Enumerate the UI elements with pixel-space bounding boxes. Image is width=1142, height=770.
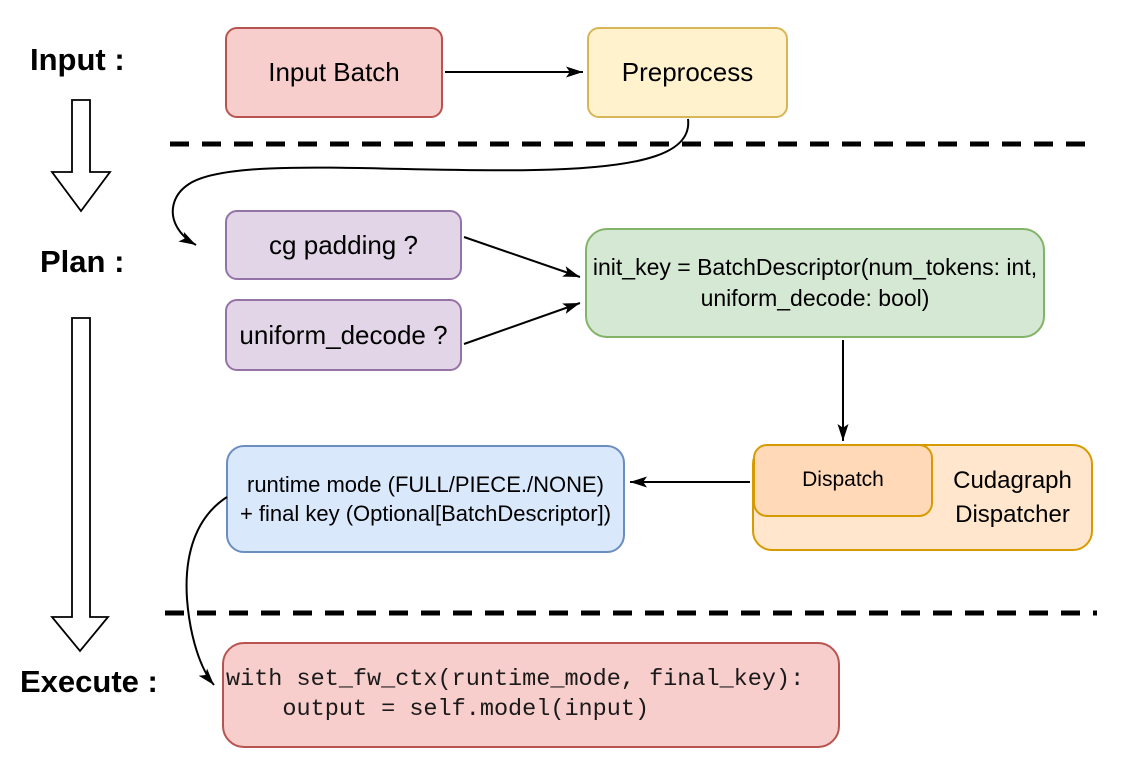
node-runtime-mode-line2: + final key (Optional[BatchDescriptor]) (239, 501, 612, 526)
arrow-cg-padding-to-init-key (463, 236, 581, 278)
node-input-batch: Input Batch (225, 27, 443, 118)
flow-arrow-plan-to-execute (50, 317, 110, 653)
node-init-key: init_key = BatchDescriptor(num_tokens: i… (585, 228, 1045, 338)
arrow-uniform-decode-to-init-key (463, 302, 581, 345)
node-cg-padding: cg padding ? (225, 210, 462, 280)
stage-label-input: Input : (30, 42, 125, 77)
node-uniform-decode-label: uniform_decode ? (239, 319, 448, 350)
node-dispatch: Dispatch (753, 444, 933, 517)
node-cg-padding-label: cg padding ? (269, 229, 418, 260)
node-input-batch-label: Input Batch (268, 57, 400, 88)
node-uniform-decode: uniform_decode ? (225, 299, 462, 371)
execute-code-line1: with set_fw_ctx(runtime_mode, final_key)… (226, 666, 805, 693)
node-cudagraph-line1: Cudagraph (953, 466, 1072, 494)
arrow-runtime-mode-to-execute-code (185, 496, 228, 686)
stage-label-execute: Execute : (20, 664, 158, 699)
stage-label-plan: Plan : (40, 244, 125, 279)
node-execute-code: with set_fw_ctx(runtime_mode, final_key)… (222, 642, 840, 748)
node-cudagraph-dispatcher-label: Cudagraph Dispatcher (934, 446, 1091, 549)
flow-arrow-input-to-plan (50, 99, 112, 213)
node-init-key-line2: uniform_decode: bool) (700, 285, 930, 311)
node-cudagraph-line2: Dispatcher (955, 500, 1070, 528)
node-preprocess: Preprocess (587, 27, 788, 118)
node-runtime-mode-line1: runtime mode (FULL/PIECE./NONE) (247, 472, 604, 497)
node-preprocess-label: Preprocess (621, 57, 754, 88)
execute-code-line2: output = self.model(input) (226, 696, 650, 723)
node-dispatch-label: Dispatch (802, 468, 884, 492)
node-init-key-line1: init_key = BatchDescriptor(num_tokens: i… (592, 254, 1038, 280)
node-runtime-mode: runtime mode (FULL/PIECE./NONE) + final … (226, 445, 625, 553)
